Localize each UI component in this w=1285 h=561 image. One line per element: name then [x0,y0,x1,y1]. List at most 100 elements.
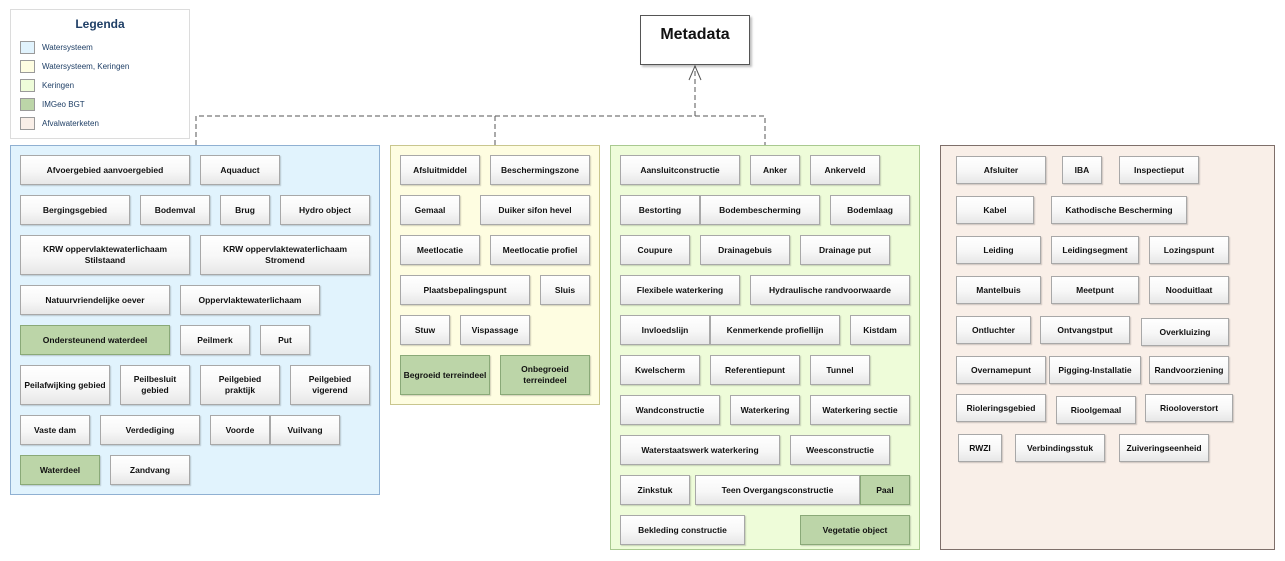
class-box[interactable]: Peilgebied praktijk [200,365,280,405]
class-box[interactable]: Flexibele waterkering [620,275,740,305]
class-box[interactable]: Aquaduct [200,155,280,185]
class-box[interactable]: Zinkstuk [620,475,690,505]
class-box[interactable]: Bergingsgebied [20,195,130,225]
class-box[interactable]: Drainagebuis [700,235,790,265]
class-box[interactable]: Bodemval [140,195,210,225]
class-box[interactable]: Aansluitconstructie [620,155,740,185]
class-box[interactable]: Meetlocatie [400,235,480,265]
class-box[interactable]: KRW oppervlaktewaterlichaam Stromend [200,235,370,275]
class-box[interactable]: Lozingspunt [1149,236,1229,264]
class-box[interactable]: Waterkering [730,395,800,425]
class-box[interactable]: Hydraulische randvoorwaarde [750,275,910,305]
class-box[interactable]: Drainage put [800,235,890,265]
class-box[interactable]: Peilbesluit gebied [120,365,190,405]
class-box[interactable]: Invloedslijn [620,315,710,345]
class-box[interactable]: IBA [1062,156,1102,184]
class-box[interactable]: Sluis [540,275,590,305]
class-box[interactable]: Pigging-Installatie [1049,356,1141,384]
class-box[interactable]: Vegetatie object [800,515,910,545]
class-box[interactable]: Vispassage [460,315,530,345]
class-box[interactable]: Bestorting [620,195,700,225]
class-box[interactable]: Waterkering sectie [810,395,910,425]
class-box[interactable]: Afsluitmiddel [400,155,480,185]
class-box[interactable]: Afvoergebied aanvoergebied [20,155,190,185]
class-box[interactable]: Peilafwijking gebied [20,365,110,405]
class-box[interactable]: Kabel [956,196,1034,224]
class-box[interactable]: Weesconstructie [790,435,890,465]
class-box[interactable]: Waterdeel [20,455,100,485]
class-box[interactable]: Gemaal [400,195,460,225]
class-box[interactable]: Afsluiter [956,156,1046,184]
legend-swatch [20,79,35,92]
class-box[interactable]: Nooduitlaat [1149,276,1229,304]
group-watersysteem: Afvoergebied aanvoergebied Aquaduct Berg… [10,145,380,495]
class-box[interactable]: Vaste dam [20,415,90,445]
group-watersysteem-keringen: Afsluitmiddel Beschermingszone Gemaal Du… [390,145,600,405]
class-box[interactable]: Paal [860,475,910,505]
class-box[interactable]: Voorde [210,415,270,445]
class-box[interactable]: Riooloverstort [1145,394,1233,422]
class-box[interactable]: Rioolgemaal [1056,396,1136,424]
class-box[interactable]: Bodembescherming [700,195,820,225]
class-box[interactable]: Zuiveringseenheid [1119,434,1209,462]
class-box[interactable]: RWZI [958,434,1002,462]
class-box[interactable]: Overkluizing [1141,318,1229,346]
class-box[interactable]: Overnamepunt [956,356,1046,384]
class-box[interactable]: Mantelbuis [956,276,1041,304]
class-box[interactable]: Referentiepunt [710,355,800,385]
class-box[interactable]: Meetpunt [1051,276,1139,304]
legend-label: Afvalwaterketen [42,119,99,128]
class-box[interactable]: Plaatsbepalingspunt [400,275,530,305]
class-box[interactable]: Stuw [400,315,450,345]
class-box[interactable]: Zandvang [110,455,190,485]
legend-swatch [20,41,35,54]
class-box[interactable]: KRW oppervlaktewaterlichaam Stilstaand [20,235,190,275]
class-box[interactable]: Wandconstructie [620,395,720,425]
class-box[interactable]: Leidingsegment [1051,236,1139,264]
class-box[interactable]: Meetlocatie profiel [490,235,590,265]
class-box[interactable]: Kistdam [850,315,910,345]
class-box[interactable]: Kenmerkende profiellijn [710,315,840,345]
class-box[interactable]: Verbindingsstuk [1015,434,1105,462]
legend-title: Legenda [75,17,125,31]
class-box[interactable]: Ontluchter [956,316,1031,344]
class-box[interactable]: Waterstaatswerk waterkering [620,435,780,465]
class-box[interactable]: Kwelscherm [620,355,700,385]
class-box[interactable]: Natuurvriendelijke oever [20,285,170,315]
class-box[interactable]: Vuilvang [270,415,340,445]
class-box[interactable]: Beschermingszone [490,155,590,185]
legend-label: IMGeo BGT [42,100,85,109]
legend: Legenda Watersysteem Watersysteem, Kerin… [10,9,190,139]
class-box[interactable]: Randvoorziening [1149,356,1229,384]
class-box[interactable]: Peilgebied vigerend [290,365,370,405]
class-box[interactable]: Duiker sifon hevel [480,195,590,225]
class-box[interactable]: Begroeid terreindeel [400,355,490,395]
class-box[interactable]: Kathodische Bescherming [1051,196,1187,224]
metadata-class[interactable]: Metadata [640,15,750,65]
class-box[interactable]: Put [260,325,310,355]
class-box[interactable]: Oppervlaktewaterlichaam [180,285,320,315]
class-box[interactable]: Ondersteunend waterdeel [20,325,170,355]
legend-swatch [20,117,35,130]
class-box[interactable]: Leiding [956,236,1041,264]
class-box[interactable]: Rioleringsgebied [956,394,1046,422]
class-box[interactable]: Ankerveld [810,155,880,185]
group-keringen: Aansluitconstructie Anker Ankerveld Best… [610,145,920,550]
legend-swatch [20,98,35,111]
class-box[interactable]: Onbegroeid terreindeel [500,355,590,395]
class-box[interactable]: Inspectieput [1119,156,1199,184]
class-box[interactable]: Ontvangstput [1040,316,1130,344]
class-box[interactable]: Coupure [620,235,690,265]
class-box[interactable]: Verdediging [100,415,200,445]
class-box[interactable]: Tunnel [810,355,870,385]
class-box[interactable]: Bodemlaag [830,195,910,225]
legend-label: Watersysteem, Keringen [42,62,130,71]
legend-swatch [20,60,35,73]
class-box[interactable]: Peilmerk [180,325,250,355]
class-box[interactable]: Teen Overgangsconstructie [695,475,860,505]
class-box[interactable]: Hydro object [280,195,370,225]
class-box[interactable]: Brug [220,195,270,225]
class-box[interactable]: Anker [750,155,800,185]
class-box[interactable]: Bekleding constructie [620,515,745,545]
